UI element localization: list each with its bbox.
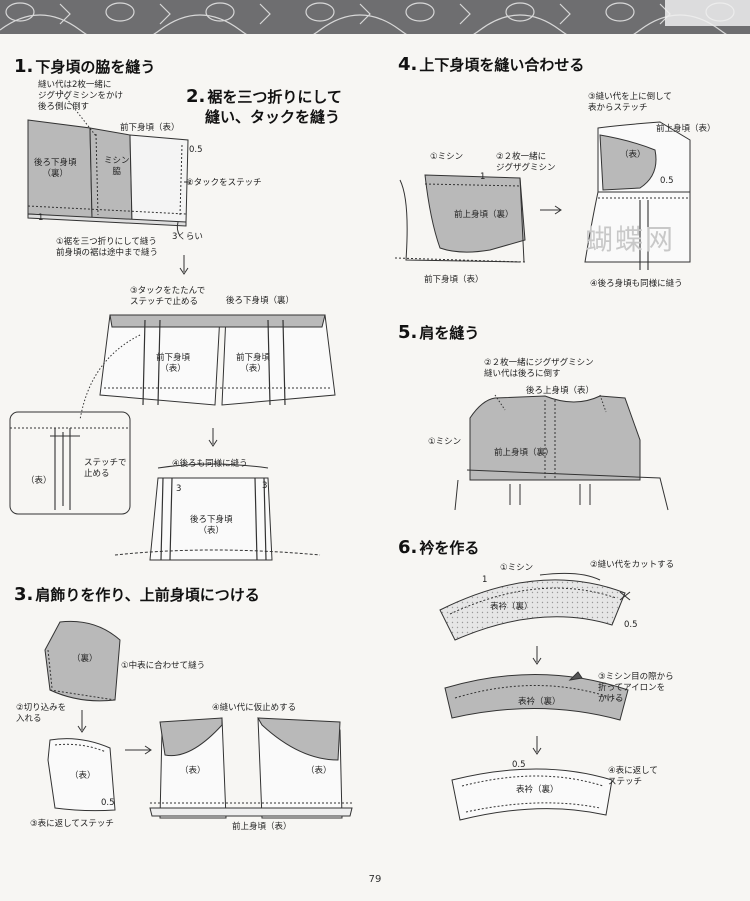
arrow-down-icon [179, 255, 189, 275]
s3-face-a: （表） [70, 771, 96, 781]
s6-collar-rev-b: 表衿（裏） [518, 697, 561, 707]
s6-collar-rev-c: 表衿（裏） [516, 785, 559, 795]
s1-sewing: ミシン脇 [104, 156, 130, 177]
step2-skirt-figure [79, 314, 336, 421]
s6-fold: ③ミシン目の際から折ってアイロンをかける [598, 672, 674, 704]
s6-1: 1 [482, 575, 488, 585]
s4-1: 1 [480, 172, 486, 182]
step3-figure [44, 620, 353, 819]
s6-sew: ①ミシン [500, 563, 534, 573]
s5-sew: ①ミシン [428, 437, 462, 447]
step4-left-figure [394, 174, 562, 263]
s6-turn: ④表に返してステッチ [608, 766, 658, 787]
step2-detail-inset [9, 411, 131, 515]
s2-front-lower-b: 前下身頃（表） [236, 353, 271, 374]
s1-front-lower: 前下身頃（表） [120, 123, 180, 133]
step4-right-figure [584, 121, 691, 270]
step-1-title: 1.下身頃の脇を縫う [14, 56, 156, 77]
s1-seam-note: 縫い代は2枚一緒にジグザグミシンをかけ後ろ側に倒す [38, 80, 124, 112]
s1-back-lower: 後ろ下身頃（裏） [34, 158, 77, 179]
s6-05a: 0.5 [624, 620, 638, 630]
s3-face-b: （表） [180, 766, 206, 776]
s5-back-upper: 後ろ上身頃（表） [526, 386, 595, 396]
s3-notch: ②切り込みを入れる [16, 703, 67, 724]
step6-figure [439, 572, 631, 821]
step1-figure [27, 89, 190, 237]
s2-3b: 3 [262, 481, 268, 491]
s6-05b: 0.5 [512, 760, 526, 770]
arrow-right-icon [540, 205, 562, 215]
s3-reverse: （裏） [72, 654, 98, 664]
lace-pattern [0, 0, 750, 34]
s2-front-lower-a: 前下身頃（表） [156, 353, 191, 374]
s2-back-same: ④後ろも同様に縫う [172, 459, 248, 469]
s2-back-lower-2: 後ろ下身頃（表） [190, 515, 233, 536]
s5-zigzag: ②２枚一緒にジグザグミシン縫い代は後ろに倒す [484, 358, 594, 379]
step-2-title: 2.裾を三つ折りにして [186, 86, 342, 107]
s1-3cm: 3くらい [172, 232, 203, 242]
s3-match-sew: ①中表に合わせて縫う [121, 661, 206, 671]
s4-05: 0.5 [660, 176, 674, 186]
arrow-down-icon-2 [208, 428, 218, 447]
s1-tuck-stitch: ②タックをステッチ [186, 178, 262, 188]
s5-front-upper: 前上身頃（裏） [494, 448, 554, 458]
s1-05: 0.5 [189, 145, 203, 155]
page-number: 79 [368, 874, 382, 885]
s4-face: （表） [620, 150, 646, 160]
s1-hem: ①裾を三つ折りにして縫う前身頃の裾は途中まで縫う [56, 237, 159, 258]
step-3-title: 3.肩飾りを作り、上前身頃につける [14, 584, 260, 605]
s4-front-upper: 前上身頃（裏） [454, 210, 514, 220]
s3-turn-stitch: ③表に返してステッチ [30, 819, 114, 829]
s4-sew: ①ミシン [430, 152, 464, 162]
s4-front-upper-r: 前上身頃（表） [656, 124, 716, 134]
s2-tuck-fold: ③タックをたたんでステッチで止める [130, 286, 206, 307]
s4-back-same: ④後ろ身頃も同様に縫う [590, 279, 683, 289]
watermark-text: 蝴蝶网 [585, 223, 676, 256]
s2-detail-stitch: ステッチで止める [84, 458, 127, 479]
s2-back-lower: 後ろ下身頃（裏） [226, 296, 295, 306]
step-2-title-line2: 縫い、タックを縫う [205, 108, 341, 126]
s6-collar-rev: 表衿（裏） [490, 602, 533, 612]
s2-3a: 3 [176, 484, 182, 494]
s4-zigzag: ②２枚一緒にジグザグミシン [496, 152, 556, 173]
s3-05: 0.5 [101, 798, 115, 808]
step2-back-skirt-figure [114, 463, 321, 561]
s2-detail-face: （表） [26, 476, 52, 486]
step-4-title: 4.上下身頃を縫い合わせる [398, 54, 585, 75]
step-5-title: 5.肩を縫う [398, 322, 480, 343]
s3-baste: ④縫い代に仮止めする [212, 703, 297, 713]
step5-figure [454, 394, 669, 511]
s3-face-c: （表） [306, 766, 332, 776]
s6-cut: ②縫い代をカットする [590, 560, 675, 570]
s4-fold-up: ③縫い代を上に倒して表からステッチ [588, 92, 672, 113]
decorative-top-band [0, 0, 750, 34]
s3-front-upper: 前上身頃（表） [232, 822, 292, 832]
step-6-title: 6.衿を作る [398, 537, 480, 558]
s4-front-lower: 前下身頃（表） [424, 275, 484, 285]
s1-1: 1 [38, 213, 44, 223]
